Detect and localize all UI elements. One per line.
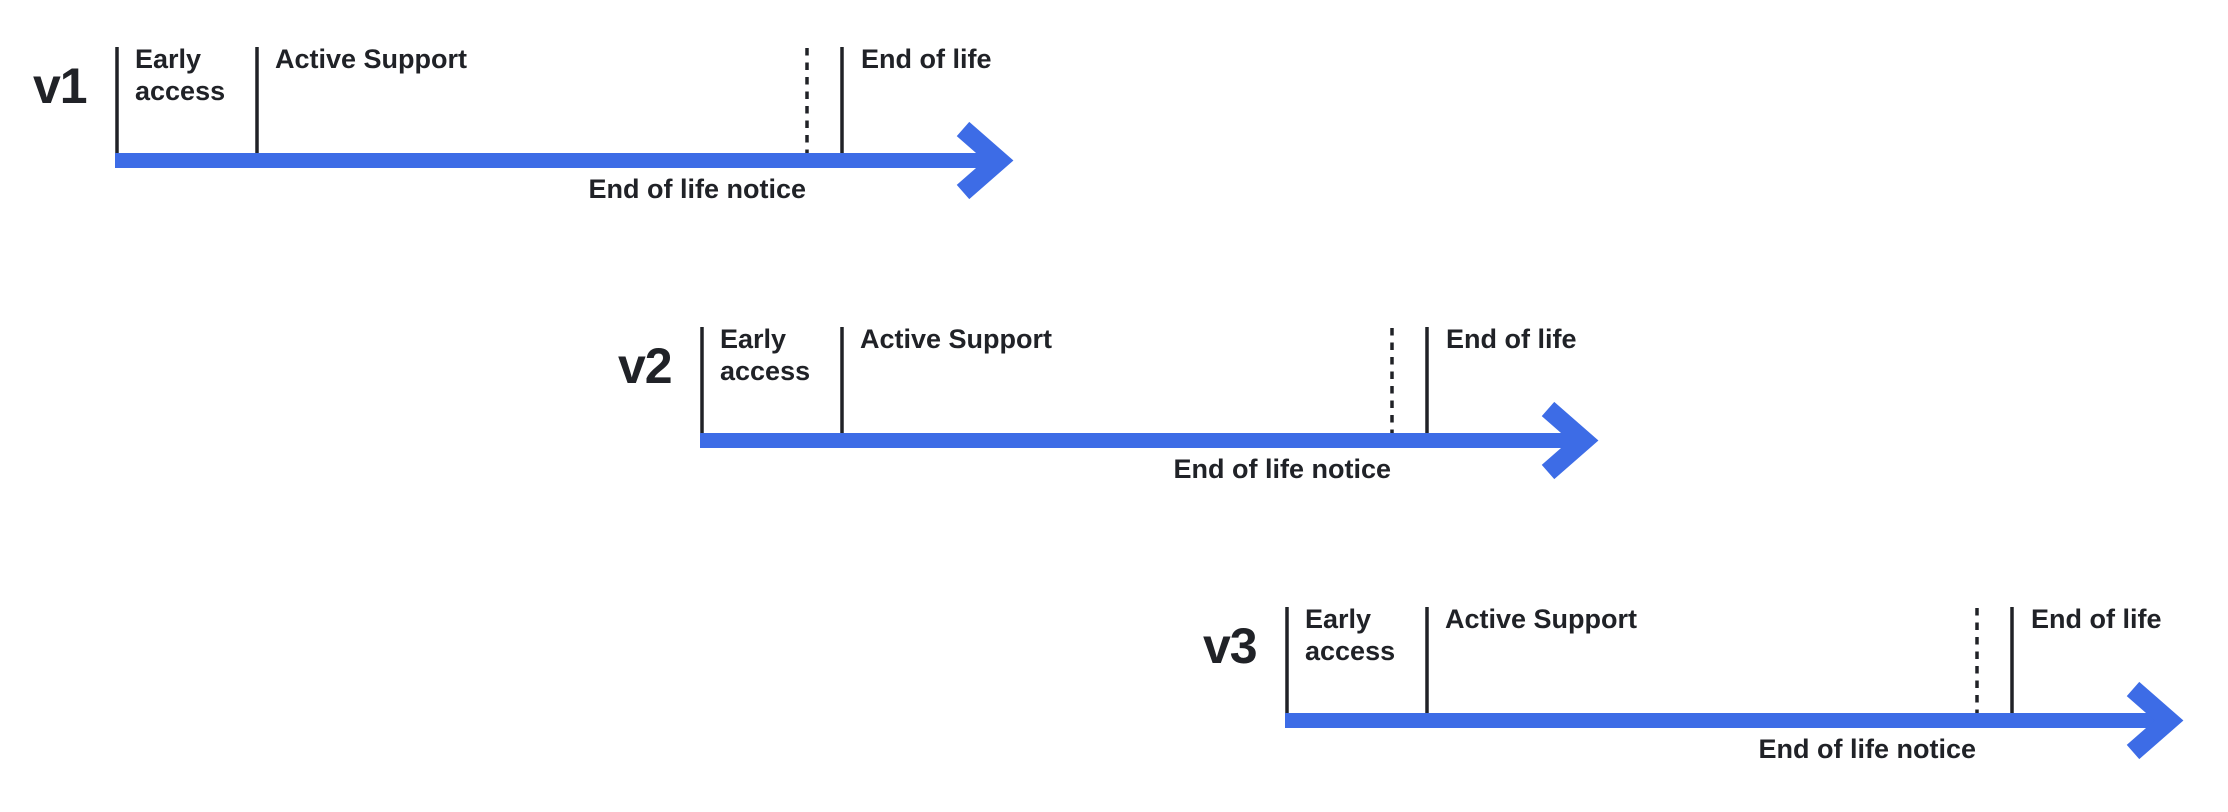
- phase-label-early-access: Early access: [135, 44, 226, 106]
- phase-label-active-support: Active Support: [860, 324, 1053, 354]
- phase-label-end-of-life: End of life: [861, 44, 992, 74]
- version-label: v2: [618, 338, 673, 394]
- eol-notice-label: End of life notice: [1173, 454, 1391, 484]
- timeline-row-v2: v2 Early access Active Support End of li…: [585, 280, 1647, 520]
- version-label: v1: [33, 58, 88, 114]
- eol-notice-label: End of life notice: [588, 174, 806, 204]
- timeline-axis: [1285, 607, 2184, 760]
- timeline-row-v1: v1 Early access Active Support End of li…: [0, 0, 1062, 240]
- phase-label-end-of-life: End of life: [2031, 604, 2162, 634]
- version-label: v3: [1203, 618, 1258, 674]
- arrow-head-icon: [956, 121, 1014, 200]
- phase-label-early-access: Early access: [1305, 604, 1396, 666]
- arrow-head-icon: [1541, 401, 1599, 480]
- phase-label-end-of-life: End of life: [1446, 324, 1577, 354]
- timeline-axis: [700, 327, 1599, 480]
- timeline-row-v3: v3 Early access Active Support End of li…: [1170, 560, 2228, 800]
- timeline-axis: [115, 47, 1014, 200]
- phase-label-active-support: Active Support: [1445, 604, 1638, 634]
- phase-label-active-support: Active Support: [275, 44, 468, 74]
- arrow-head-icon: [2126, 681, 2184, 760]
- phase-label-early-access: Early access: [720, 324, 811, 386]
- eol-notice-label: End of life notice: [1758, 734, 1976, 764]
